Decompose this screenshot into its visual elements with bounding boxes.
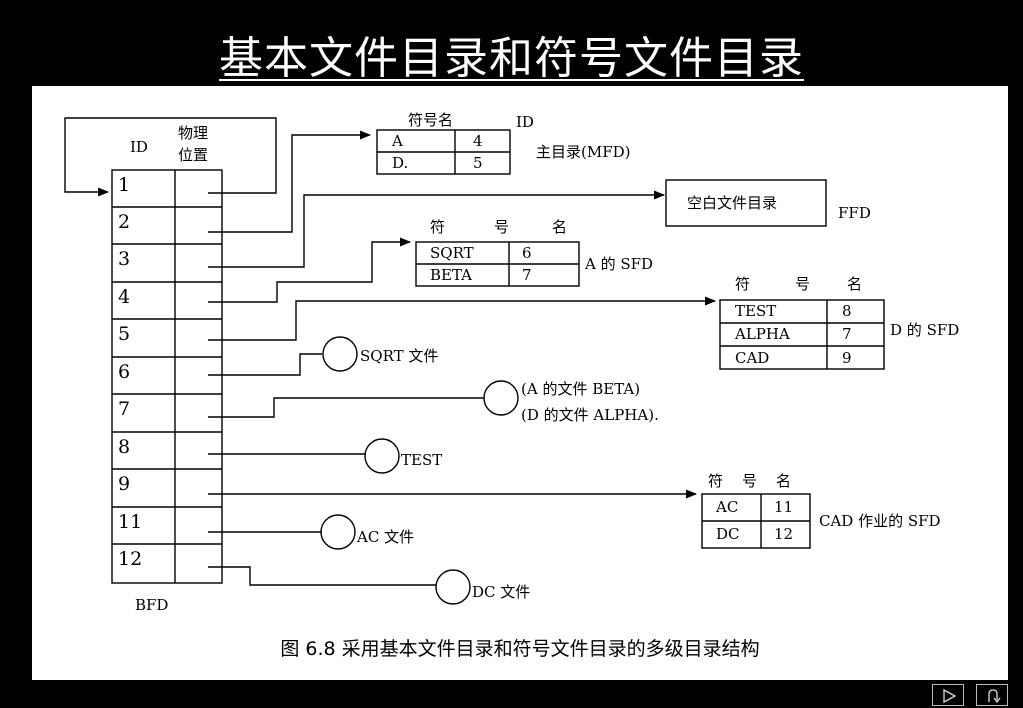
ffd-label: FFD bbox=[838, 204, 871, 222]
figure-caption: 图 6.8 采用基本文件目录和符号文件目录的多级目录结构 bbox=[280, 638, 760, 660]
bfd-table-frame bbox=[111, 169, 223, 584]
ac-file-label: AC 文件 bbox=[357, 528, 415, 546]
bfd-row-id: 5 bbox=[118, 323, 131, 345]
sfd-a-label: A 的 SFD bbox=[585, 255, 654, 273]
sfd-cad-cell-name: AC bbox=[716, 498, 739, 516]
sfd-d-header: 号 bbox=[795, 275, 811, 293]
sfd-d-cell-id: 7 bbox=[842, 325, 852, 343]
ac-file-circle bbox=[320, 514, 356, 550]
sfd-cad-cell-name: DC bbox=[716, 525, 740, 543]
mfd-cell-name: D. bbox=[392, 154, 409, 172]
bfd-row-id: 4 bbox=[118, 286, 131, 308]
alpha-file-label: (D 的文件 ALPHA). bbox=[521, 406, 659, 424]
bfd-header-id: ID bbox=[130, 138, 148, 156]
bfd-row-id: 1 bbox=[118, 174, 131, 196]
bfd-row-id: 12 bbox=[118, 548, 143, 570]
sfd-a-cell-name: BETA bbox=[430, 266, 472, 284]
play-triangle-icon bbox=[943, 688, 957, 704]
mfd-cell-id: 4 bbox=[473, 132, 483, 150]
sfd-d-header: 符 bbox=[735, 275, 751, 293]
dc-file-label: DC 文件 bbox=[472, 583, 531, 601]
sfd-a-header: 号 bbox=[494, 218, 510, 236]
return-button[interactable] bbox=[976, 684, 1008, 706]
sfd-cad-cell-id: 11 bbox=[774, 498, 794, 516]
sfd-a-header: 符 bbox=[430, 218, 446, 236]
mfd-header-name: 符号名 bbox=[408, 111, 454, 129]
bfd-row-id: 2 bbox=[118, 211, 131, 233]
sfd-a-cell-id: 7 bbox=[522, 266, 532, 284]
test-file-circle bbox=[364, 438, 400, 474]
mfd-label: 主目录(MFD) bbox=[536, 143, 631, 161]
bfd-header-loc-2: 位置 bbox=[178, 146, 209, 164]
return-arrow-icon bbox=[988, 689, 1001, 704]
slide-title: 基本文件目录和符号文件目录 bbox=[219, 33, 804, 84]
sfd-d-cell-name: TEST bbox=[735, 302, 777, 320]
bfd-row-id: 9 bbox=[118, 473, 131, 495]
ffd-box-text: 空白文件目录 bbox=[687, 194, 778, 212]
sqrt-file-label: SQRT 文件 bbox=[360, 347, 439, 365]
bfd-row-id: 3 bbox=[118, 248, 131, 270]
mfd-cell-id: 5 bbox=[473, 154, 483, 172]
sfd-d-cell-name: CAD bbox=[735, 349, 770, 367]
sfd-cad-cell-id: 12 bbox=[774, 525, 794, 543]
sfd-d-cell-id: 9 bbox=[842, 349, 852, 367]
diagram-panel: ID 物理 位置 1 2 3 4 5 6 7 8 9 11 12 BFD 符号名… bbox=[32, 86, 1008, 680]
diagram-lines bbox=[64, 117, 885, 605]
sfd-d-cell-id: 8 bbox=[842, 302, 852, 320]
sfd-a-cell-id: 6 bbox=[522, 244, 532, 262]
sfd-d-frame bbox=[719, 299, 885, 370]
beta-file-label: (A 的文件 BETA) bbox=[521, 380, 641, 398]
bfd-row-id: 8 bbox=[118, 436, 131, 458]
sfd-a-cell-name: SQRT bbox=[430, 244, 474, 262]
bfd-label: BFD bbox=[135, 596, 169, 614]
bfd-header-loc-1: 物理 bbox=[178, 124, 209, 142]
mfd-header-id: ID bbox=[516, 113, 534, 131]
sfd-cad-header: 号 bbox=[742, 472, 758, 490]
bfd-row-id: 11 bbox=[118, 511, 143, 533]
sfd-d-label: D 的 SFD bbox=[890, 321, 960, 339]
bfd-row-id: 6 bbox=[118, 361, 131, 383]
dc-file-circle bbox=[435, 569, 471, 605]
sfd-cad-header: 符 bbox=[708, 472, 724, 490]
bfd-row-id: 7 bbox=[118, 398, 131, 420]
sfd-a-header: 名 bbox=[552, 218, 568, 236]
ffd-box-frame bbox=[665, 179, 827, 227]
sfd-cad-header: 名 bbox=[776, 472, 792, 490]
beta-alpha-file-circle bbox=[483, 380, 519, 416]
sfd-cad-label: CAD 作业的 SFD bbox=[819, 512, 941, 530]
sfd-d-header: 名 bbox=[847, 275, 863, 293]
sfd-d-cell-name: ALPHA bbox=[735, 325, 790, 343]
test-file-label: TEST bbox=[401, 451, 443, 469]
mfd-cell-name: A bbox=[392, 132, 403, 150]
sqrt-file-circle bbox=[322, 336, 358, 372]
next-slide-button[interactable] bbox=[932, 684, 964, 706]
